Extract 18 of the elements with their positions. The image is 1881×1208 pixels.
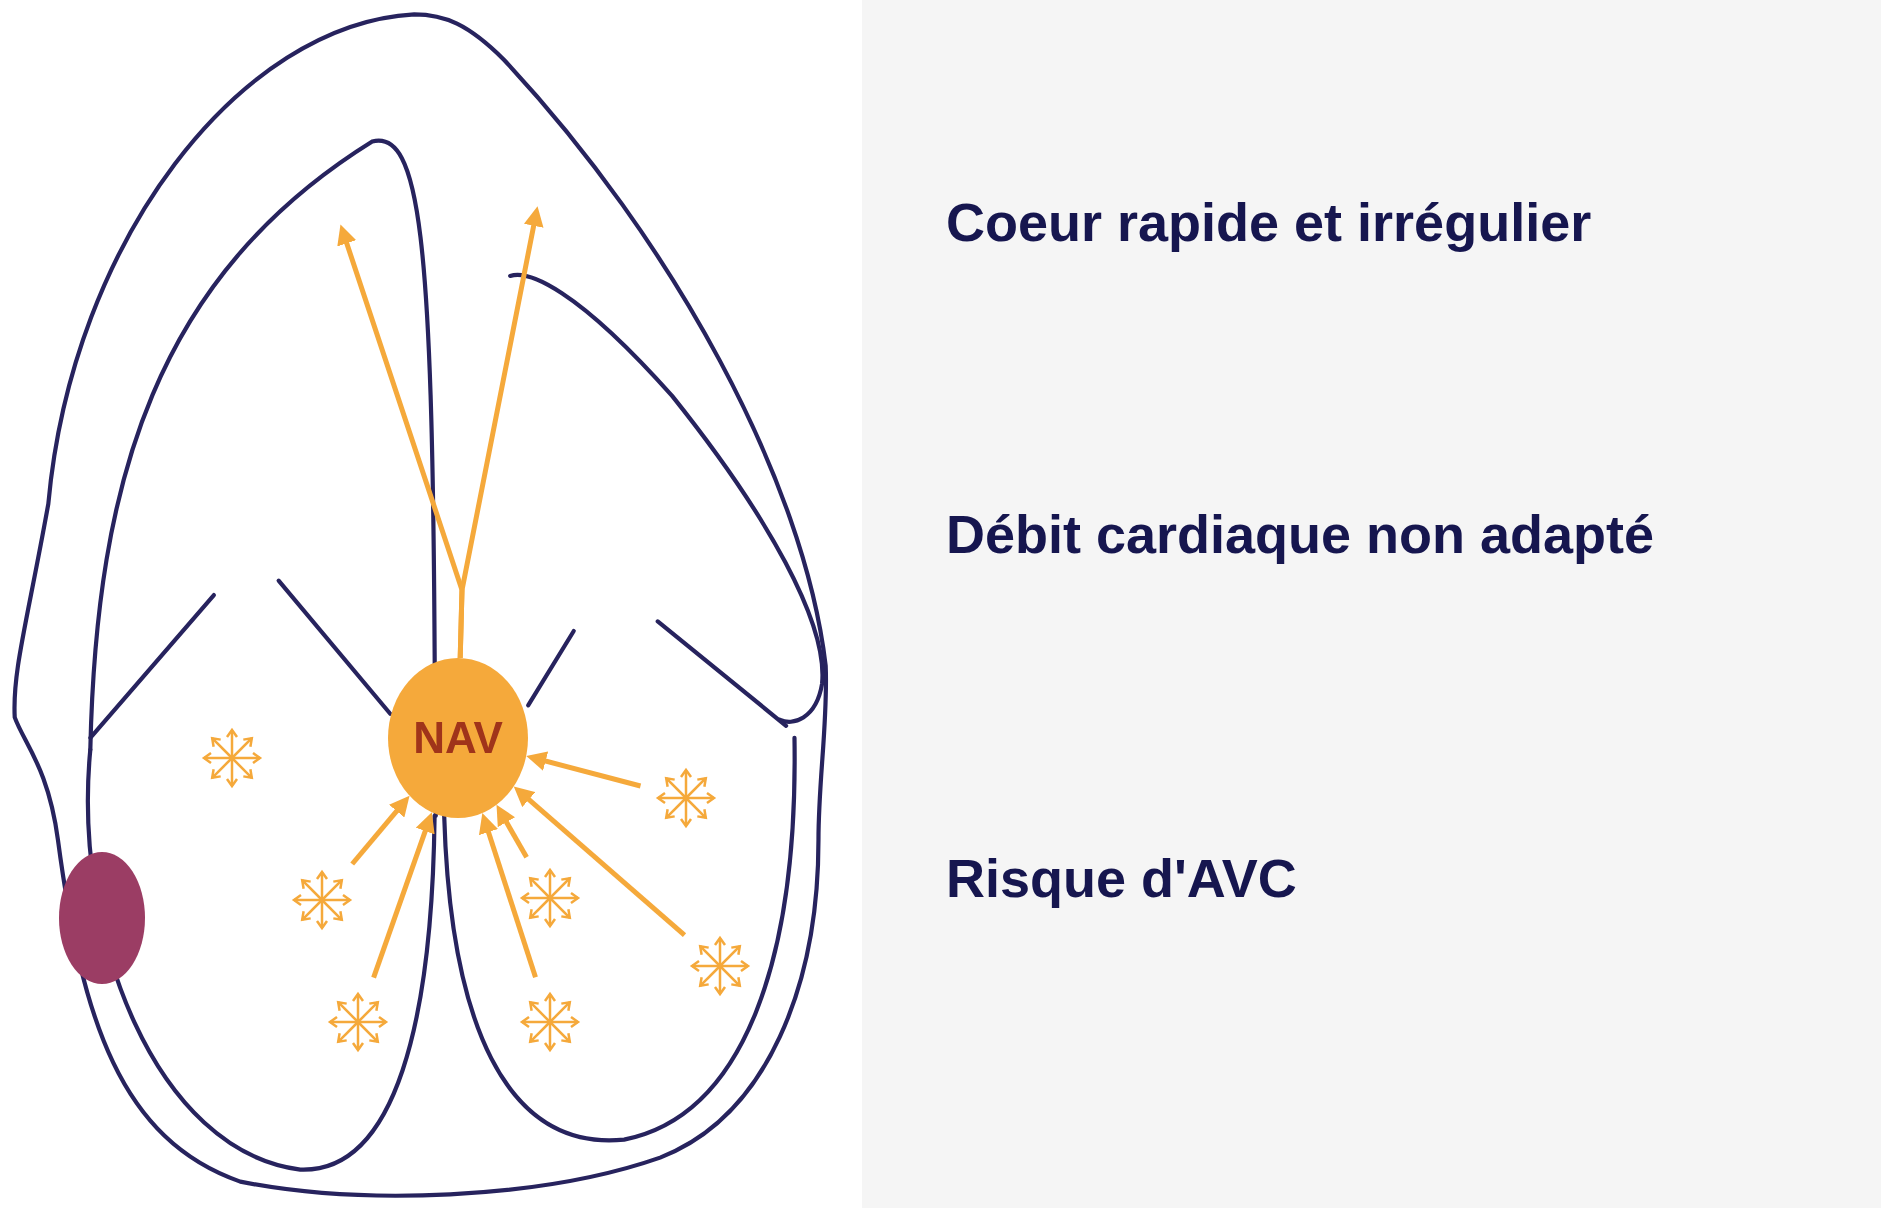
star-shape — [201, 727, 263, 789]
arrow — [513, 786, 687, 937]
node-label: NAV — [413, 713, 503, 763]
star-shape — [327, 991, 389, 1053]
arrow — [479, 813, 538, 979]
symptom-text: Débit cardiaque non adapté — [946, 503, 1655, 565]
symptom-text: Coeur rapide et irrégulier — [946, 191, 1592, 253]
star-shape — [519, 991, 581, 1053]
arrow — [496, 804, 529, 859]
star-shape — [519, 867, 581, 929]
symptom-text: Risque d'AVC — [946, 847, 1297, 909]
star-shape — [689, 935, 751, 997]
star-shape — [655, 767, 717, 829]
arrow — [457, 206, 544, 659]
arrow — [350, 795, 410, 866]
arrow — [371, 812, 435, 979]
arrow — [526, 751, 642, 789]
star-shape — [291, 869, 353, 931]
